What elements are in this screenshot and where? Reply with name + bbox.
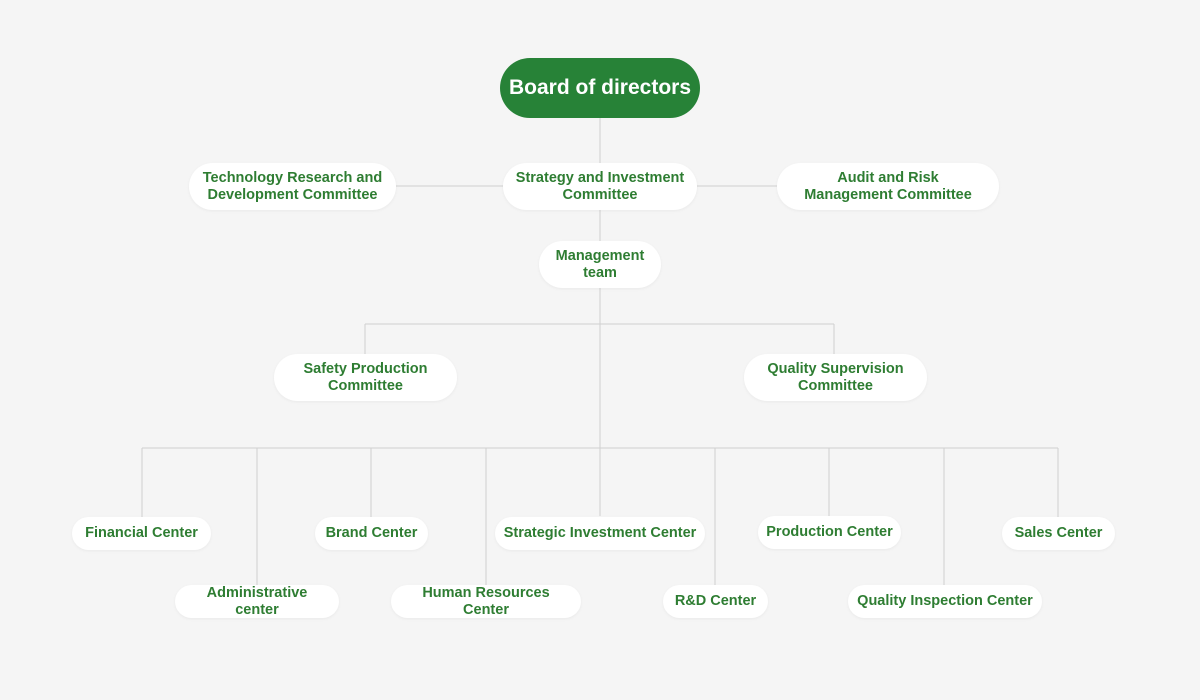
audit-risk-committee-node: Audit and Risk Management Committee [777, 163, 999, 210]
financial-center-node: Financial Center [72, 517, 211, 550]
human-resources-center-node: Human Resources Center [391, 585, 581, 618]
brand-center-node: Brand Center [315, 517, 428, 550]
strategy-investment-committee-node: Strategy and Investment Committee [503, 163, 697, 210]
administrative-center-node: Administrative center [175, 585, 339, 618]
board-of-directors-node: Board of directors [500, 58, 700, 118]
quality-supervision-committee-node: Quality Supervision Committee [744, 354, 927, 401]
safety-production-committee-node: Safety Production Committee [274, 354, 457, 401]
management-team-node: Management team [539, 241, 661, 288]
sales-center-node: Sales Center [1002, 517, 1115, 550]
production-center-node: Production Center [758, 516, 901, 549]
quality-inspection-center-node: Quality Inspection Center [848, 585, 1042, 618]
strategic-investment-center-node: Strategic Investment Center [495, 517, 705, 550]
r-and-d-center-node: R&D Center [663, 585, 768, 618]
technology-research-committee-node: Technology Research and Development Comm… [189, 163, 396, 210]
